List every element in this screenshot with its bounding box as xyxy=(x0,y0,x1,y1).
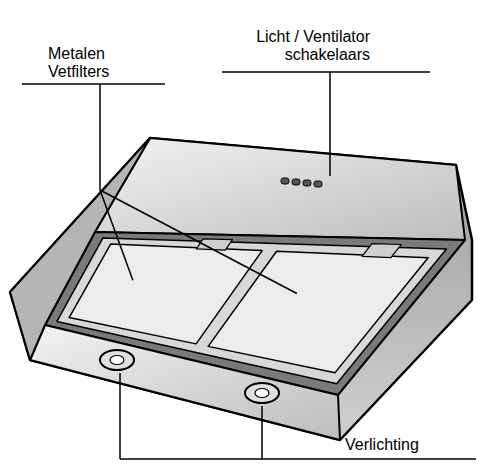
light-lens xyxy=(110,356,124,365)
hood-body xyxy=(10,138,472,440)
leader-line xyxy=(100,190,133,280)
callout-label: Verlichting xyxy=(345,436,465,454)
light-lamp xyxy=(245,383,279,403)
leader-underline xyxy=(22,83,165,85)
hood-top-panel xyxy=(95,138,465,240)
grease-filter xyxy=(208,251,428,372)
switch-button xyxy=(303,180,311,186)
leader-line xyxy=(329,72,331,176)
filter-frame xyxy=(57,238,446,384)
leader-line xyxy=(100,190,297,294)
light-lamp xyxy=(100,350,134,370)
switch-button xyxy=(292,179,300,185)
leader-underline xyxy=(120,458,476,460)
filter-handle xyxy=(362,244,401,258)
leader-line xyxy=(261,406,263,459)
switch-button xyxy=(314,181,322,187)
callout-label: Licht / Ventilator schakelaars xyxy=(210,28,370,64)
leader-line xyxy=(99,84,101,190)
switch-button xyxy=(281,178,289,184)
callout-label: Metalen Vetfilters xyxy=(48,45,138,81)
filter-handle xyxy=(196,239,232,250)
leader-line xyxy=(119,373,121,459)
leader-underline xyxy=(222,71,430,73)
light-lens xyxy=(255,389,269,398)
